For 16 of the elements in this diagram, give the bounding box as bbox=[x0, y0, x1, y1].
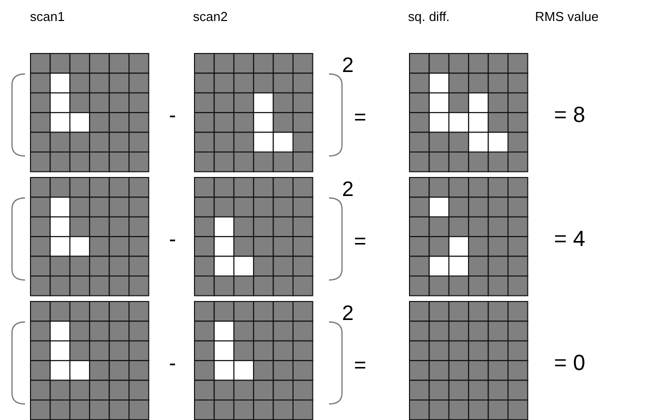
exponent: 2 bbox=[342, 303, 354, 324]
equals-sign: = bbox=[354, 107, 366, 128]
minus-sign: - bbox=[169, 229, 176, 250]
column-header: scan1 bbox=[30, 10, 65, 23]
column-header: RMS value bbox=[535, 10, 599, 23]
equals-sign: = bbox=[354, 355, 366, 376]
exponent: 2 bbox=[342, 179, 354, 200]
rms-result: = 4 bbox=[554, 228, 586, 250]
column-header: sq. diff. bbox=[408, 10, 450, 23]
exponent: 2 bbox=[342, 55, 354, 76]
minus-sign: - bbox=[169, 353, 176, 374]
equals-sign: = bbox=[354, 231, 366, 252]
column-header: scan2 bbox=[193, 10, 228, 23]
rms-result: = 8 bbox=[554, 104, 586, 126]
rms-result: = 0 bbox=[554, 352, 586, 374]
minus-sign: - bbox=[169, 105, 176, 126]
